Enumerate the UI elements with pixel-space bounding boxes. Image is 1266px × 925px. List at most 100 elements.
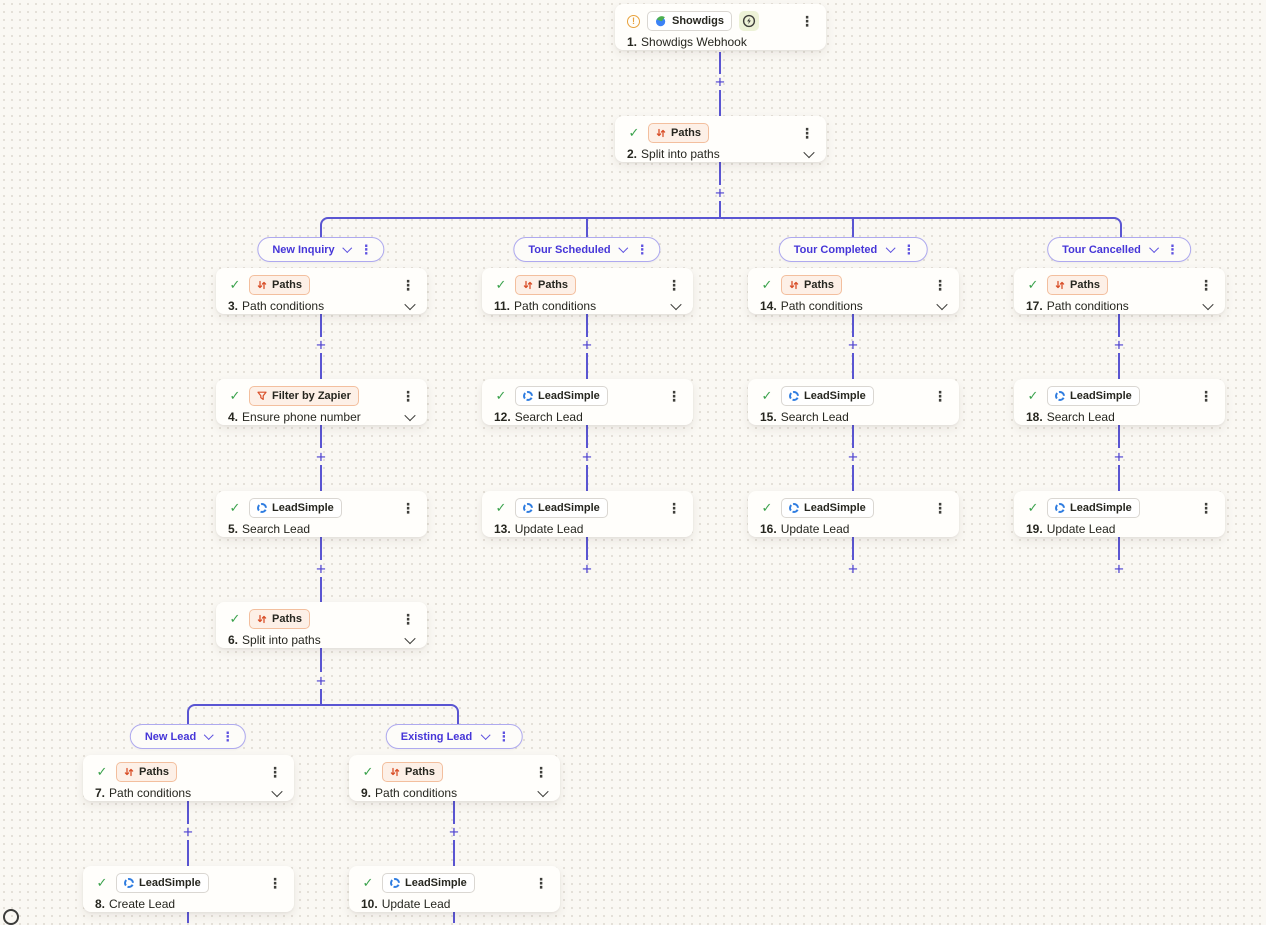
kebab-menu-icon[interactable]: ⋮ (401, 500, 415, 516)
kebab-menu-icon[interactable]: ⋮ (902, 242, 916, 257)
app-badge-leadsimple: LeadSimple (515, 498, 608, 518)
connector-line (719, 201, 721, 217)
connector-line (187, 912, 189, 923)
kebab-menu-icon[interactable]: ⋮ (401, 611, 415, 627)
step-card-18[interactable]: ✓ LeadSimple ⋮ 18. Search Lead (1014, 379, 1225, 425)
chevron-down-icon[interactable] (404, 632, 416, 645)
kebab-menu-icon[interactable]: ⋮ (1165, 242, 1179, 257)
connector-line (719, 162, 721, 185)
branch-pill-new-lead[interactable]: New Lead ⋮ (129, 724, 247, 749)
chevron-down-icon[interactable] (618, 243, 629, 254)
check-icon: ✓ (628, 125, 640, 140)
step-card-8[interactable]: ✓ LeadSimple ⋮ 8. Create Lead (83, 866, 294, 912)
add-step-button[interactable]: + (715, 183, 725, 203)
add-step-button[interactable]: + (316, 671, 326, 691)
kebab-menu-icon[interactable]: ⋮ (800, 13, 814, 29)
step-card-11[interactable]: ✓ Paths ⋮ 11. Path conditions (482, 268, 693, 314)
kebab-menu-icon[interactable]: ⋮ (1199, 388, 1213, 404)
add-step-button[interactable]: + (582, 447, 592, 467)
add-step-button[interactable]: + (1114, 447, 1124, 467)
kebab-menu-icon[interactable]: ⋮ (933, 500, 947, 516)
check-icon: ✓ (1027, 500, 1039, 515)
chevron-down-icon[interactable] (885, 243, 896, 254)
step-card-1[interactable]: ! Showdigs ⋮ 1. Showdigs Webhook (615, 4, 826, 50)
chevron-down-icon[interactable] (480, 730, 491, 741)
kebab-menu-icon[interactable]: ⋮ (667, 277, 681, 293)
chevron-down-icon[interactable] (1202, 298, 1214, 311)
add-step-button[interactable]: + (715, 72, 725, 92)
chevron-down-icon[interactable] (204, 730, 215, 741)
chevron-down-icon[interactable] (670, 298, 682, 311)
step-card-13[interactable]: ✓ LeadSimple ⋮ 13. Update Lead (482, 491, 693, 537)
add-step-button[interactable]: + (848, 335, 858, 355)
kebab-menu-icon[interactable]: ⋮ (1199, 277, 1213, 293)
chevron-down-icon[interactable] (404, 298, 416, 311)
step-card-5[interactable]: ✓ LeadSimple ⋮ 5. Search Lead (216, 491, 427, 537)
step-card-16[interactable]: ✓ LeadSimple ⋮ 16. Update Lead (748, 491, 959, 537)
chevron-down-icon[interactable] (936, 298, 948, 311)
connector-line (852, 425, 854, 448)
kebab-menu-icon[interactable]: ⋮ (667, 500, 681, 516)
step-card-15[interactable]: ✓ LeadSimple ⋮ 15. Search Lead (748, 379, 959, 425)
branch-pill-existing-lead[interactable]: Existing Lead ⋮ (385, 724, 523, 749)
app-badge-paths: Paths (515, 275, 576, 295)
branch-pill-tour-completed[interactable]: Tour Completed ⋮ (778, 237, 928, 262)
add-step-button[interactable]: + (316, 335, 326, 355)
chevron-down-icon[interactable] (803, 146, 815, 159)
kebab-menu-icon[interactable]: ⋮ (534, 764, 548, 780)
step-card-4[interactable]: ✓ Filter by Zapier ⋮ 4. Ensure phone num… (216, 379, 427, 425)
kebab-menu-icon[interactable]: ⋮ (221, 729, 235, 744)
kebab-menu-icon[interactable]: ⋮ (667, 388, 681, 404)
step-card-3[interactable]: ✓ Paths ⋮ 3. Path conditions (216, 268, 427, 314)
add-step-button[interactable]: + (1114, 559, 1124, 579)
chevron-down-icon[interactable] (342, 243, 353, 254)
chevron-down-icon[interactable] (404, 409, 416, 422)
branch-pill-tour-cancelled[interactable]: Tour Cancelled ⋮ (1047, 237, 1191, 262)
kebab-menu-icon[interactable]: ⋮ (635, 242, 649, 257)
branch-pill-tour-scheduled[interactable]: Tour Scheduled ⋮ (513, 237, 661, 262)
step-card-6[interactable]: ✓ Paths ⋮ 6. Split into paths (216, 602, 427, 648)
kebab-menu-icon[interactable]: ⋮ (497, 729, 511, 744)
kebab-menu-icon[interactable]: ⋮ (1199, 500, 1213, 516)
kebab-menu-icon[interactable]: ⋮ (401, 277, 415, 293)
step-card-2[interactable]: ✓ Paths ⋮ 2. Split into paths (615, 116, 826, 162)
app-badge-label: Paths (1070, 279, 1100, 291)
branch-pill-new-inquiry[interactable]: New Inquiry ⋮ (257, 237, 385, 262)
chevron-down-icon[interactable] (537, 785, 549, 798)
connector-line (586, 314, 588, 337)
add-step-button[interactable]: + (848, 559, 858, 579)
kebab-menu-icon[interactable]: ⋮ (268, 764, 282, 780)
kebab-menu-icon[interactable]: ⋮ (534, 875, 548, 891)
step-title: Showdigs Webhook (641, 35, 747, 49)
chevron-down-icon[interactable] (1148, 243, 1159, 254)
step-card-10[interactable]: ✓ LeadSimple ⋮ 10. Update Lead (349, 866, 560, 912)
app-badge-leadsimple: LeadSimple (116, 873, 209, 893)
step-card-12[interactable]: ✓ LeadSimple ⋮ 12. Search Lead (482, 379, 693, 425)
chevron-down-icon[interactable] (271, 785, 283, 798)
step-title: Update Lead (381, 897, 451, 911)
add-step-button[interactable]: + (316, 447, 326, 467)
add-step-button[interactable]: + (183, 822, 193, 842)
kebab-menu-icon[interactable]: ⋮ (800, 125, 814, 141)
app-badge-label: Paths (538, 279, 568, 291)
add-step-button[interactable]: + (316, 559, 326, 579)
connector-line (852, 314, 854, 337)
kebab-menu-icon[interactable]: ⋮ (359, 242, 373, 257)
leadsimple-logo-icon (124, 878, 134, 888)
step-number: 9. (361, 786, 372, 800)
add-step-button[interactable]: + (582, 559, 592, 579)
step-card-17[interactable]: ✓ Paths ⋮ 17. Path conditions (1014, 268, 1225, 314)
add-step-button[interactable]: + (1114, 335, 1124, 355)
add-step-button[interactable]: + (582, 335, 592, 355)
step-card-19[interactable]: ✓ LeadSimple ⋮ 19. Update Lead (1014, 491, 1225, 537)
step-card-9[interactable]: ✓ Paths ⋮ 9. Path conditions (349, 755, 560, 801)
check-icon: ✓ (495, 277, 507, 292)
add-step-button[interactable]: + (848, 447, 858, 467)
kebab-menu-icon[interactable]: ⋮ (933, 277, 947, 293)
step-card-7[interactable]: ✓ Paths ⋮ 7. Path conditions (83, 755, 294, 801)
step-card-14[interactable]: ✓ Paths ⋮ 14. Path conditions (748, 268, 959, 314)
add-step-button[interactable]: + (449, 822, 459, 842)
kebab-menu-icon[interactable]: ⋮ (268, 875, 282, 891)
kebab-menu-icon[interactable]: ⋮ (933, 388, 947, 404)
kebab-menu-icon[interactable]: ⋮ (401, 388, 415, 404)
